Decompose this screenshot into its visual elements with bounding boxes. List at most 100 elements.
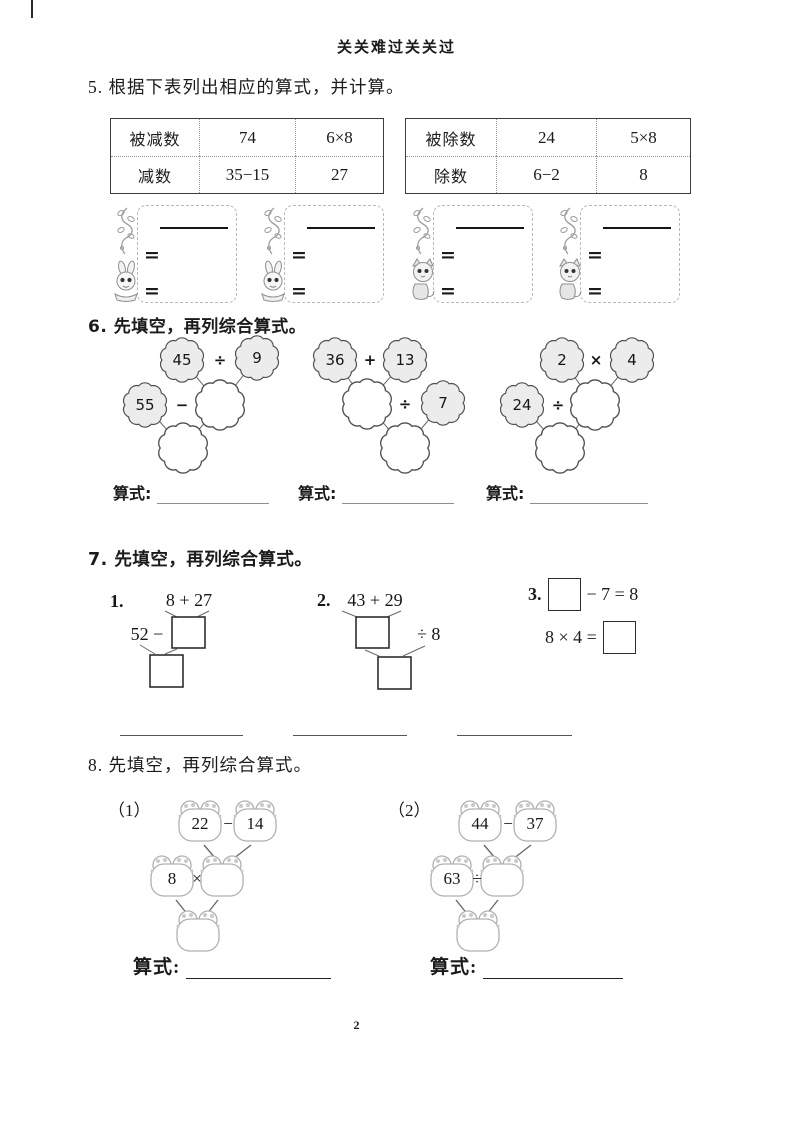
- expression-right: ÷ 8: [417, 624, 440, 644]
- operator: ÷: [399, 395, 412, 413]
- page-header: 关关难过关关过: [336, 38, 456, 56]
- equation-label: 算式:: [430, 957, 478, 978]
- expression-top: 8 + 27: [166, 590, 212, 610]
- table-cell: 减数: [111, 156, 199, 193]
- operator: ×: [192, 869, 202, 888]
- q6-equation-row-2: 算式:: [298, 480, 455, 504]
- paw-value: 44: [472, 814, 490, 833]
- expression: 8 × 4 =: [545, 627, 597, 647]
- problem-number: 3.: [528, 584, 542, 604]
- flower-value: 24: [512, 396, 531, 414]
- q5-title: 5. 根据下表列出相应的算式，并计算。: [88, 77, 405, 97]
- table-cell: 35−15: [199, 156, 295, 193]
- table-cell: 6×8: [295, 119, 383, 156]
- cat-icon: [412, 258, 435, 300]
- q8-title: 8. 先填空，再列综合算式。: [88, 755, 312, 775]
- expression-left: 52 −: [131, 624, 164, 644]
- q5-answer-box-1: = =: [111, 200, 241, 306]
- flower-value: 9: [252, 349, 262, 367]
- table-cell: 6−2: [496, 156, 596, 193]
- cat-icon: [559, 258, 582, 300]
- write-line: [120, 735, 243, 736]
- equation-label: 算式:: [298, 484, 337, 503]
- page-number: 2: [353, 1018, 360, 1032]
- equals-sign: =: [144, 280, 160, 302]
- equals-sign: =: [291, 244, 307, 266]
- table-cell: 27: [295, 156, 383, 193]
- paw-value: 37: [527, 814, 545, 833]
- equals-sign: =: [440, 244, 456, 266]
- rabbit-icon: [261, 260, 285, 302]
- answer-blank-line: [603, 227, 671, 229]
- table-cell: 被减数: [129, 131, 181, 149]
- vine-icon: [559, 207, 579, 255]
- equation-label: 算式:: [133, 957, 181, 978]
- answer-area: = =: [137, 205, 237, 303]
- q5-division-table: 被除数 24 5×8 除数 6−2 8: [405, 118, 691, 194]
- operator: +: [364, 351, 377, 369]
- table-cell: 8: [596, 156, 690, 193]
- q8-diagram-1: 22 − 14 8 ×: [149, 800, 278, 952]
- q6-title: 6. 先填空，再列综合算式。: [88, 317, 307, 337]
- paw-value: 14: [247, 814, 265, 833]
- write-line: [157, 500, 270, 504]
- vine-icon: [116, 207, 136, 255]
- q7-problem-2: 2. 43 + 29 ÷ 8: [317, 590, 440, 690]
- flower-value: 45: [172, 351, 191, 369]
- table-cell: 24: [496, 119, 596, 156]
- write-line: [530, 500, 649, 504]
- flower-value: 4: [627, 351, 637, 369]
- operator: −: [503, 814, 513, 833]
- equals-sign: =: [587, 280, 603, 302]
- q6-equation-row-1: 算式:: [113, 480, 270, 504]
- answer-area: = =: [433, 205, 533, 303]
- scan-artifact-line: [31, 0, 33, 18]
- q7-problem-3: 3. − 7 = 8 8 × 4 =: [528, 578, 638, 654]
- answer-box: [602, 621, 636, 654]
- q8-equation-row-2: 算式:: [430, 952, 624, 979]
- q7-title: 7. 先填空，再列综合算式。: [88, 550, 313, 570]
- q5-answer-box-4: = =: [554, 200, 684, 306]
- q6-diagram-2: 36 + 13 ÷ 7: [312, 337, 466, 474]
- q5-subtraction-table: 被减数 74 6×8 减数 35−15 27: [110, 118, 384, 194]
- operator: ×: [590, 351, 603, 369]
- expression-top: 43 + 29: [347, 590, 402, 610]
- equation-label: 算式:: [113, 484, 152, 503]
- q5-answer-box-2: = =: [258, 200, 388, 306]
- equals-sign: =: [587, 244, 603, 266]
- answer-blank-line: [456, 227, 524, 229]
- answer-area: = =: [284, 205, 384, 303]
- problem-number: 1.: [110, 591, 124, 611]
- flower-value: 55: [135, 396, 154, 414]
- paw-value: 8: [168, 869, 177, 888]
- rabbit-icon: [114, 260, 138, 302]
- paw-value: 22: [192, 814, 209, 833]
- write-line: [483, 975, 624, 979]
- q8-index-1: （1）: [108, 801, 151, 820]
- q7-problem-1: 1. 8 + 27 52 −: [110, 590, 212, 688]
- operator: −: [223, 814, 233, 833]
- write-line: [293, 735, 407, 736]
- write-line: [457, 735, 572, 736]
- q6-diagram-1: 45 ÷ 9 55 −: [122, 335, 280, 474]
- q5-answer-box-3: = =: [407, 200, 537, 306]
- flower-value: 7: [438, 394, 448, 412]
- operator: −: [176, 396, 189, 414]
- q8-index-2: （2）: [388, 801, 431, 820]
- table-cell: 除数: [406, 156, 496, 193]
- write-line: [186, 975, 332, 979]
- operator: ÷: [552, 396, 565, 414]
- answer-blank-line: [160, 227, 228, 229]
- table-cell: 5×8: [596, 119, 690, 156]
- equals-sign: =: [440, 280, 456, 302]
- answer-area: = =: [580, 205, 680, 303]
- table-cell: 74: [199, 119, 295, 156]
- operator: ÷: [472, 869, 481, 888]
- q6-equation-row-3: 算式:: [486, 480, 649, 504]
- table-cell: 被除数: [425, 131, 477, 149]
- answer-box: [547, 578, 581, 611]
- equals-sign: =: [144, 244, 160, 266]
- expression: − 7 = 8: [586, 584, 639, 604]
- q6-diagram-3: 2 × 4 24 ÷: [499, 337, 655, 474]
